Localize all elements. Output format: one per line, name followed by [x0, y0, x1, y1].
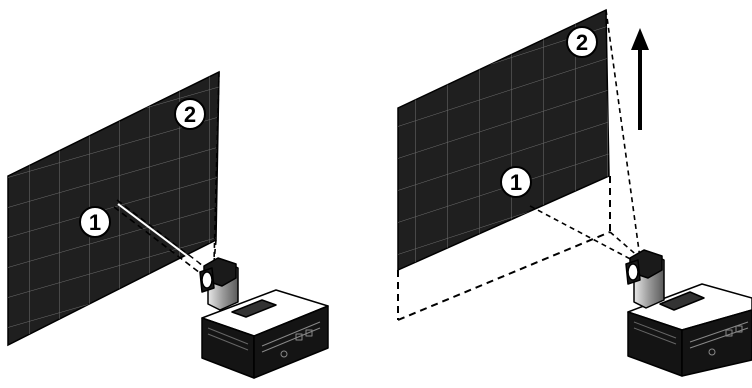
right-panel: 2 1: [398, 10, 752, 376]
marker-1-right-label: 1: [510, 170, 522, 195]
marker-2-right-label: 2: [576, 30, 588, 55]
marker-2-left-label: 2: [184, 102, 196, 127]
marker-1-left-label: 1: [89, 210, 101, 235]
up-arrow-icon: [631, 28, 649, 130]
projector-left: [200, 258, 328, 378]
marker-1-left: 1: [80, 207, 110, 237]
marker-2-right: 2: [567, 27, 597, 57]
marker-1-right: 1: [501, 167, 531, 197]
projector-right: [626, 250, 752, 376]
marker-2-left: 2: [175, 99, 205, 129]
left-panel: 2 1: [8, 72, 328, 378]
